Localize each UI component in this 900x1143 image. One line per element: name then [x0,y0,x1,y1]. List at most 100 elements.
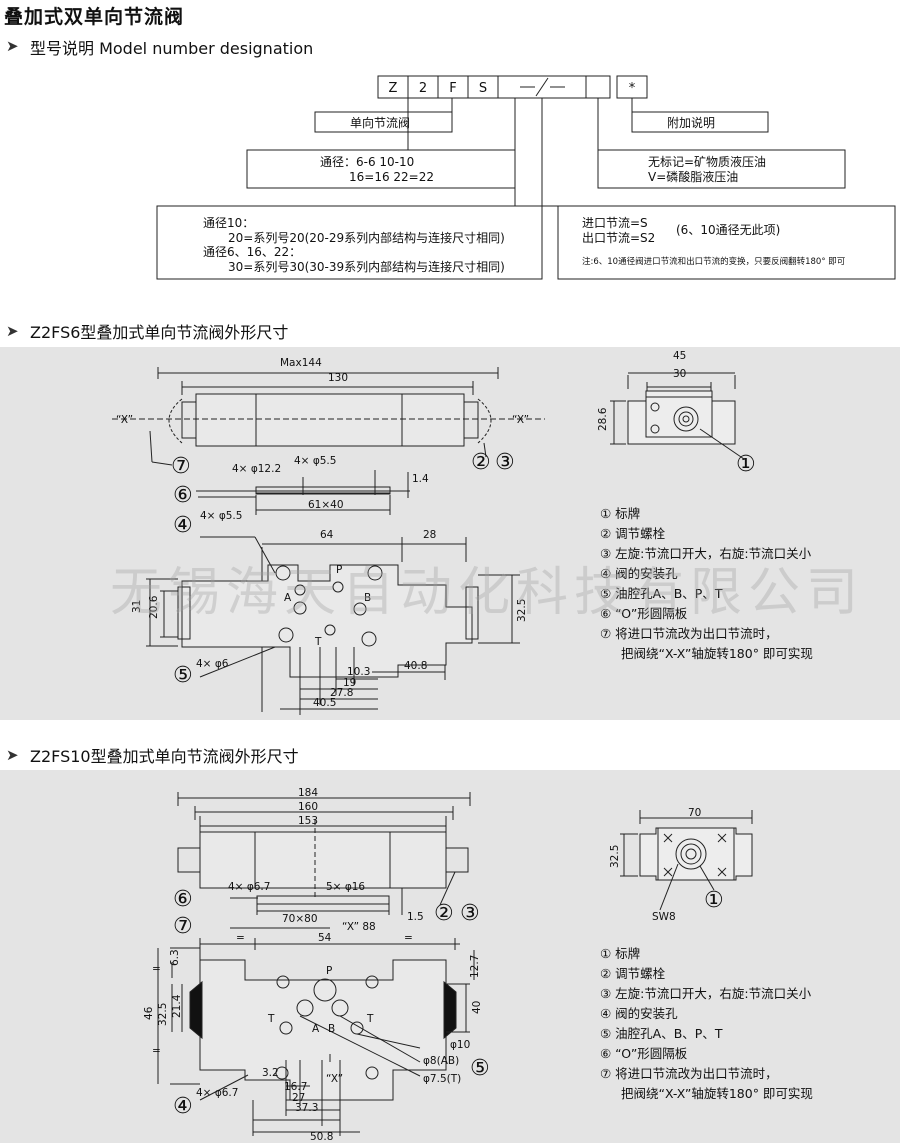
port-b: B [328,1023,335,1035]
single-throttle-label: 单向节流阀 [350,115,410,130]
dim-50-8: 50.8 [310,1131,333,1143]
dim-eq3: = [152,963,161,975]
dim-32-5: 32.5 [516,599,528,622]
bullet-arrow-icon: ➤ [6,746,19,764]
bullet-arrow-icon: ➤ [6,322,19,340]
dim-28: 28 [423,529,436,541]
z2fs10-heading: Z2FS10型叠加式单向节流阀外形尺寸 [30,747,299,766]
dim-max144: Max144 [280,357,322,369]
code-cell-star: * [629,81,636,96]
dim-1-4: 1.4 [412,473,429,485]
watermark: 无锡海天自动化科技有限公司 [110,563,865,623]
dim-27-8: 27.8 [330,687,353,699]
throttle-note: (6、10通径无此项) [676,223,780,237]
dim-x88: “X” 88 [342,921,376,933]
code-cell-z: Z [389,81,398,96]
dim-phi10: φ10 [450,1039,470,1051]
legend-item: ③ 左旋:节流口开大，右旋:节流口关小 [600,546,812,561]
dim-160: 160 [298,801,318,813]
legend-item: ⑥ “O”形圆隔板 [600,1046,688,1061]
dim-16-7: 16.7 [284,1081,307,1093]
legend-item: ③ 左旋:节流口开大，右旋:节流口关小 [600,986,812,1001]
dim-eq4: = [152,1045,161,1057]
x-left-mark: “X” [116,414,133,426]
callout-1: ① [736,452,756,477]
side-dim-30: 30 [673,368,686,380]
dim-holes-12: 4× φ12.2 [232,463,281,475]
fluid-line-2: V=磷酸脂液压油 [648,169,738,184]
callout-2: ② [434,901,454,926]
code-cell-f: F [449,81,456,96]
dim-31: 31 [131,600,143,613]
legend-item: ④ 阀的安装孔 [600,566,678,581]
callout-3: ③ [460,901,480,926]
x-mark: “X” [326,1073,343,1085]
dim-6-3: 6.3 [169,949,181,966]
legend-item: ② 调节螺栓 [600,966,666,981]
dim-64: 64 [320,529,334,541]
callout-4: ④ [173,1094,193,1119]
dim-70x80: 70×80 [282,913,318,925]
z2fs10-legend: ① 标牌 ② 调节螺栓 ③ 左旋:节流口开大，右旋:节流口关小 ④ 阀的安装孔 … [600,944,813,1104]
dim-153: 153 [298,815,318,827]
series-line-2: 20=系列号20(20-29系列内部结构与连接尺寸相同) [228,230,505,245]
dim-54: 54 [318,932,332,944]
series-line-3: 通径6、16、22： [203,245,301,259]
dim-32-5b: 32.5 [157,1003,169,1026]
dim-46: 46 [143,1006,155,1020]
dim-holes-55b: 4× φ5.5 [200,510,242,522]
side-dim-32-5: 32.5 [609,845,621,868]
dim-37-3: 37.3 [295,1102,318,1114]
bullet-arrow-icon: ➤ [6,37,19,55]
side-dim-28-6: 28.6 [597,407,609,431]
port-t1: T [267,1013,275,1025]
z2fs6-drawing: Max144 130 “X” “X” 4× φ12.2 4× φ5.5 61×4… [112,350,756,715]
designation-diagram: Z 2 F S * 单向节流阀 附加说明 通径：6-6 10-10 16=16 … [156,75,896,280]
port-b: B [364,592,371,604]
code-cell-s: S [479,81,487,96]
side-dim-45: 45 [673,350,686,362]
bore-line-1: 通径：6-6 10-10 [320,155,414,169]
series-line-1: 通径10： [203,216,254,230]
legend-item: ⑦ 将进口节流改为出口节流时， [600,626,778,641]
dim-40-5: 40.5 [313,697,336,709]
dim-phi8: φ8(AB) [423,1055,459,1067]
callout-7: ⑦ [173,914,193,939]
dim-holes-67a: 4× φ6.7 [228,881,270,893]
dim-40: 40 [471,1001,483,1014]
footnote: 注:6、10通径阀进口节流和出口节流的变换，只要反阀翻转180° 即可 [582,256,846,267]
legend-item: ① 标牌 [600,946,641,961]
legend-item: ⑤ 油腔孔A、B、P、T [600,586,723,601]
legend-item: ⑦ 将进口节流改为出口节流时， [600,1066,778,1081]
port-p: P [326,965,332,977]
dim-1-5: 1.5 [407,911,424,923]
port-a: A [284,592,292,604]
callout-1: ① [704,888,724,913]
dim-holes-6: 4× φ6 [196,658,229,670]
dim-20-6: 20.6 [148,595,160,619]
designation-heading: 型号说明 Model number designation [30,39,314,58]
page-title: 叠加式双单向节流阀 [4,6,185,28]
port-p: P [336,564,342,576]
port-t: T [314,636,322,648]
dim-holes-67b: 4× φ6.7 [196,1087,238,1099]
x-right-mark: “X” [512,414,529,426]
throttle-line-1: 进口节流=S [582,216,648,230]
legend-item: ⑤ 油腔孔A、B、P、T [600,1026,723,1041]
legend-item: ⑥ “O”形圆隔板 [600,606,688,621]
dim-phi75: φ7.5(T) [423,1073,461,1085]
throttle-line-2: 出口节流=S2 [582,231,655,245]
dim-12-7: 12.7 [469,955,481,978]
z2fs10-panel [0,770,900,1143]
extra-note-label: 附加说明 [667,115,715,130]
dim-27: 27 [292,1092,305,1104]
legend-item: ② 调节螺栓 [600,526,666,541]
sw8-label: SW8 [652,911,676,923]
port-t2: T [366,1013,374,1025]
dim-40-8: 40.8 [404,660,427,672]
legend-item: 把阀绕“X-X”轴旋转180° 即可实现 [621,646,813,661]
z2fs10-drawing: 184 160 153 4× φ6.7 5× φ16 70×80 “X” 88 … [143,787,753,1143]
series-line-4: 30=系列号30(30-39系列内部结构与连接尺寸相同) [228,259,505,274]
callout-6: ⑥ [173,887,193,912]
legend-item: 把阀绕“X-X”轴旋转180° 即可实现 [621,1086,813,1101]
